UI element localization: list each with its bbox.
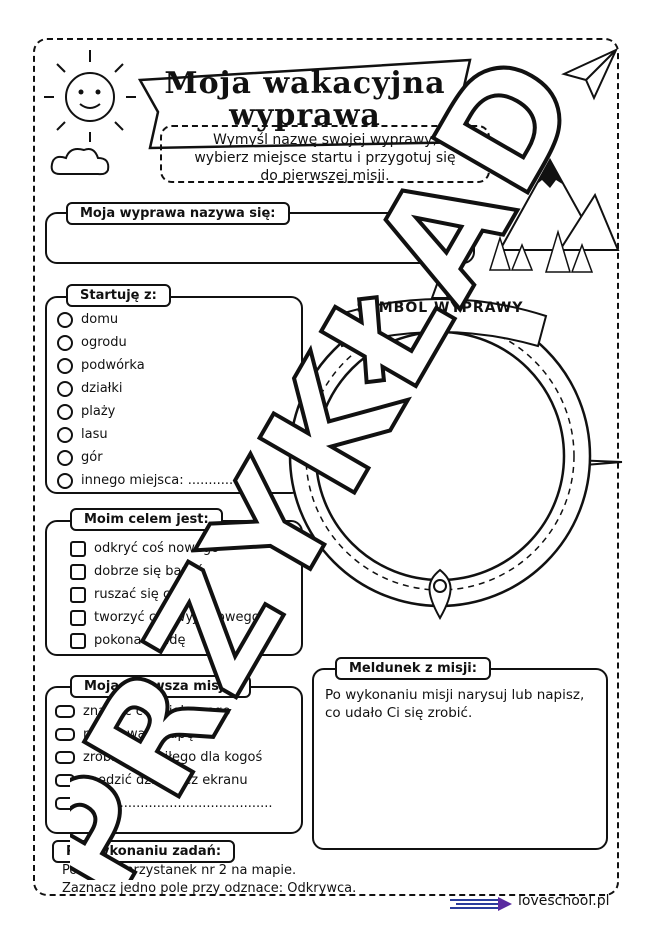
- radio-circle-icon[interactable]: [57, 472, 73, 489]
- radio-circle-icon[interactable]: [57, 449, 73, 466]
- checkbox-pill-icon[interactable]: [55, 774, 75, 787]
- intro-line-3: do pierwszej misji.: [260, 168, 390, 184]
- intro-line-1: Wymyśl nazwę swojej wyprawy,: [212, 132, 438, 148]
- radio-circle-icon[interactable]: [57, 357, 73, 374]
- goal-option[interactable]: ruszać się co dnia: [70, 583, 260, 606]
- page-frame: [33, 38, 619, 896]
- title-line-1: Moja wakacyjna: [164, 66, 446, 101]
- goal-option[interactable]: tworzyć coś wyjątkowego: [70, 606, 260, 629]
- checkbox-icon[interactable]: [70, 586, 86, 603]
- radio-circle-icon[interactable]: [57, 334, 73, 351]
- title-line-2: wyprawa: [229, 98, 381, 133]
- intro-box: Wymyśl nazwę swojej wyprawy, wybierz mie…: [160, 125, 490, 184]
- mission-option[interactable]: zrobić coś miłego dla kogoś: [55, 746, 273, 769]
- title-banner: Moja wakacyjna wyprawa: [140, 60, 470, 150]
- checkbox-pill-icon[interactable]: [55, 705, 75, 718]
- start-option[interactable]: domu: [57, 308, 237, 331]
- mission-option[interactable]: narysować mapę: [55, 723, 273, 746]
- goal-section-label: Moim celem jest:: [70, 508, 223, 531]
- expedition-symbol-compass[interactable]: [282, 268, 627, 640]
- mission-option[interactable]: znaleźć coś ciekawego: [55, 700, 273, 723]
- start-option[interactable]: ogrodu: [57, 331, 237, 354]
- mission-option[interactable]: spędzić dzień bez ekranu: [55, 769, 273, 792]
- radio-circle-icon[interactable]: [57, 426, 73, 443]
- sun-and-cloud-icon: [44, 50, 136, 176]
- completion-line-2: Zaznacz jedno pole przy odznace: Odkrywc…: [62, 881, 357, 896]
- logo-text: loveschool.pl: [518, 893, 610, 909]
- checkbox-icon[interactable]: [70, 540, 86, 557]
- logo-arrow-icon: [450, 897, 512, 911]
- radio-circle-icon[interactable]: [57, 380, 73, 397]
- start-option[interactable]: innego miejsca: ............: [57, 469, 237, 492]
- checkbox-icon[interactable]: [70, 609, 86, 626]
- mission-options-list: znaleźć coś ciekawego narysować mapę zro…: [55, 700, 273, 815]
- radio-circle-icon[interactable]: [57, 403, 73, 420]
- symbol-label: SYMBOL WYPRAWY: [356, 300, 524, 316]
- start-options-list: domu ogrodu podwórka działki plaży lasu …: [57, 308, 237, 492]
- start-option[interactable]: lasu: [57, 423, 237, 446]
- start-option[interactable]: działki: [57, 377, 237, 400]
- start-option[interactable]: podwórka: [57, 354, 237, 377]
- report-instruction-line-1: Po wykonaniu misji narysuj lub napisz,: [325, 687, 585, 703]
- mission-option[interactable]: inne: ..................................…: [55, 792, 273, 815]
- checkbox-pill-icon[interactable]: [55, 751, 75, 764]
- checkbox-pill-icon[interactable]: [55, 797, 75, 810]
- goal-option[interactable]: odkryć coś nowego: [70, 537, 260, 560]
- radio-circle-icon[interactable]: [57, 311, 73, 328]
- completion-line-1: Pokoloruj przystanek nr 2 na mapie.: [62, 863, 297, 878]
- goal-option[interactable]: pokonać nudę: [70, 629, 260, 652]
- mountains-trees-icon: [488, 157, 620, 273]
- checkbox-pill-icon[interactable]: [55, 728, 75, 741]
- start-option[interactable]: plaży: [57, 400, 237, 423]
- start-section-label: Startuję z:: [66, 284, 171, 307]
- goal-option[interactable]: dobrze się bawić: [70, 560, 260, 583]
- report-section-label: Meldunek z misji:: [335, 657, 491, 680]
- checkbox-icon[interactable]: [70, 563, 86, 580]
- intro-line-2: wybierz miejsce startu i przygotuj się: [194, 150, 456, 166]
- goal-options-list: odkryć coś nowego dobrze się bawić rusza…: [70, 537, 260, 652]
- completion-label: Po wykonaniu zadań:: [52, 840, 236, 863]
- paper-plane-icon: [561, 47, 619, 101]
- checkbox-icon[interactable]: [70, 632, 86, 649]
- expedition-name-label: Moja wyprawa nazywa się:: [66, 202, 290, 225]
- start-option[interactable]: gór: [57, 446, 237, 469]
- mission-section-label: Moja pierwsza misja:: [70, 675, 252, 698]
- report-instruction-line-2: co udało Ci się zrobić.: [325, 705, 473, 721]
